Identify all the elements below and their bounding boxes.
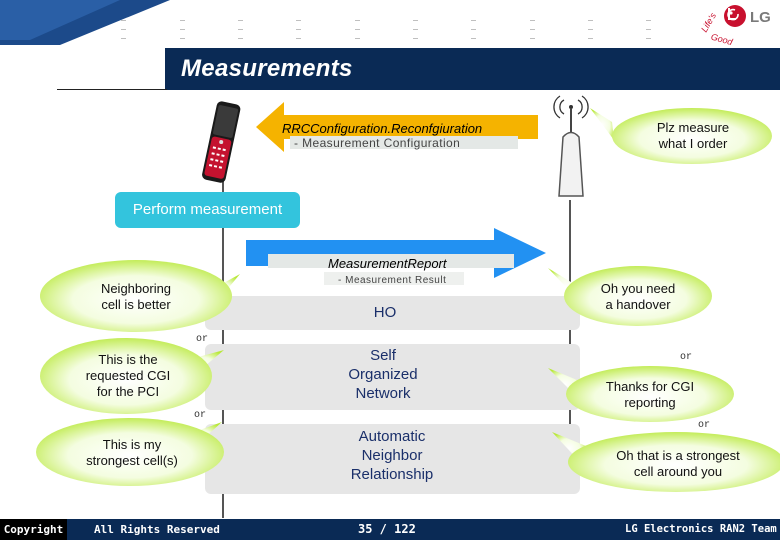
header-decoration — [296, 20, 302, 50]
lg-logo: Life's Good LG — [700, 5, 771, 46]
perform-measurement-box: Perform measurement — [115, 192, 300, 228]
footer-rights: All Rights Reserved — [94, 523, 220, 536]
mobile-phone-icon — [202, 101, 241, 183]
anr-box — [205, 424, 580, 494]
or-label: or — [194, 410, 207, 421]
or-label: or — [680, 352, 693, 363]
logo-wordmark: LG — [750, 9, 771, 26]
logo-circle — [724, 5, 746, 27]
header-swoosh — [0, 0, 170, 45]
measurement-report-label: MeasurementReport — [328, 256, 447, 271]
header-decoration — [646, 20, 652, 50]
header-decoration — [355, 20, 361, 50]
rrc-config-sublabel: - Measurement Configuration — [294, 136, 461, 150]
or-label: or — [698, 420, 711, 431]
measurement-report-sublabel: - Measurement Result — [338, 275, 447, 286]
header-decoration — [121, 20, 127, 50]
antenna-tower-icon — [553, 95, 589, 197]
header-decoration — [413, 20, 419, 50]
footer-copyright: Copyright — [0, 519, 67, 540]
header-decoration — [530, 20, 536, 50]
header-decoration — [471, 20, 477, 50]
header-decoration — [238, 20, 244, 50]
ho-box — [205, 296, 580, 330]
title-bar — [165, 48, 780, 90]
title-underline — [57, 89, 167, 90]
son-box — [205, 344, 580, 410]
logo-tagline-good: Good — [710, 32, 735, 46]
logo-tagline-life: Life's — [700, 11, 718, 34]
or-label: or — [196, 334, 209, 345]
footer-team: LG Electronics RAN2 Team — [625, 523, 777, 535]
header-decoration — [588, 20, 594, 50]
page-title: Measurements — [181, 55, 353, 82]
header-decoration — [180, 20, 186, 50]
ho-label: HO — [373, 304, 397, 321]
footer-page-number: 35 / 122 — [358, 522, 416, 536]
footer-bar — [0, 519, 780, 540]
rrc-config-label: RRCConfiguration.Reconfgiuration — [282, 121, 483, 136]
